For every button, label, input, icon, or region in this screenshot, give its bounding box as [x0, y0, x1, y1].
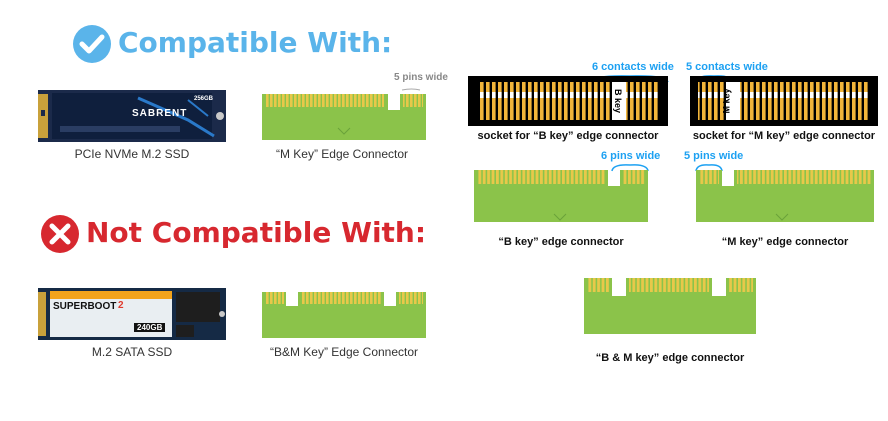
m-key-edge-connector [262, 88, 426, 140]
socket-b-contacts-label: 6 contacts wide [592, 61, 674, 73]
check-icon [73, 25, 111, 63]
bm-key-caption: “B&M Key” Edge Connector [269, 345, 419, 359]
b-key-pins-bracket [611, 164, 649, 172]
compatible-heading: Compatible With: [118, 26, 393, 59]
m-key-caption-right: “M key” edge connector [721, 236, 849, 248]
socket-m-key [690, 76, 878, 126]
m-key-edge-connector-right [696, 170, 874, 222]
not-compatible-heading: Not Compatible With: [86, 216, 427, 249]
nvme-ssd-caption: PCIe NVMe M.2 SSD [74, 147, 190, 161]
sata-ssd-image: SUPERBOOT 2 240GB [38, 288, 226, 340]
compatible-section: Compatible With: SABRENT 256GB PCIe NVMe… [0, 0, 460, 200]
m-key-pins-label: 5 pins wide [394, 72, 448, 83]
socket-b-caption: socket for “B key” edge connector [477, 130, 659, 142]
m-key-pins-label-right: 5 pins wide [684, 150, 744, 162]
nvme-ssd-capacity: 256GB [194, 96, 214, 102]
sata-ssd-brand: SUPERBOOT [53, 301, 117, 312]
nvme-ssd-image: SABRENT 256GB [38, 90, 226, 142]
key-diagram: 6 contacts wide B key socket for “B key”… [460, 0, 888, 421]
not-compatible-section: Not Compatible With: SUPERBOOT 2 240GB M… [0, 200, 460, 400]
socket-b-key [468, 76, 668, 126]
socket-m-key-label: M key [721, 88, 732, 114]
bm-key-edge-connector-right [584, 278, 756, 334]
nvme-ssd-brand: SABRENT [132, 108, 188, 119]
socket-b-key-label: B key [613, 88, 624, 114]
sata-ssd-caption: M.2 SATA SSD [91, 345, 173, 359]
x-icon [41, 215, 79, 253]
b-key-pins-label: 6 pins wide [601, 150, 661, 162]
bm-key-edge-connector [262, 292, 426, 338]
b-key-edge-connector [474, 170, 648, 222]
m-key-contacts [266, 94, 423, 107]
sata-ssd-model: 2 [118, 300, 124, 311]
b-key-caption: “B key” edge connector [498, 236, 624, 248]
socket-m-contacts-label: 5 contacts wide [686, 61, 768, 73]
sata-ssd-capacity: 240GB [134, 323, 166, 332]
bm-key-caption-right: “B & M key” edge connector [595, 352, 745, 364]
m-key-pins-bracket [695, 164, 723, 172]
socket-m-caption: socket for “M key” edge connector [692, 130, 876, 142]
m-key-caption: “M Key” Edge Connector [275, 147, 409, 161]
